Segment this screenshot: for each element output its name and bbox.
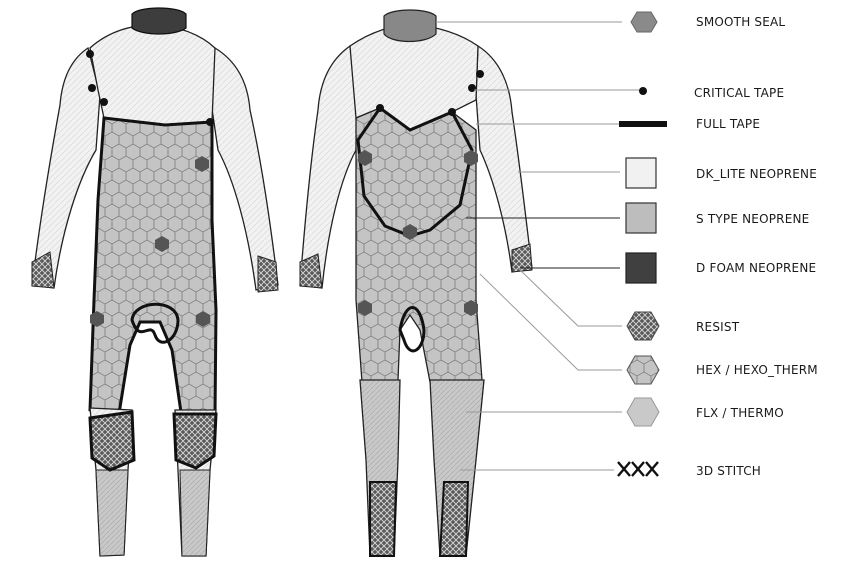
legend-critical-tape: CRITICAL TAPE — [694, 86, 784, 100]
legend-full-tape: FULL TAPE — [696, 117, 760, 131]
front-left-shin — [96, 470, 128, 556]
back-tape-dot — [476, 70, 484, 78]
front-right-knee — [174, 414, 216, 468]
front-wetsuit — [32, 8, 278, 556]
back-right-ankle — [440, 482, 468, 556]
legend-resist: RESIST — [696, 320, 740, 334]
front-right-shin — [180, 470, 210, 556]
front-right-cuff — [258, 256, 278, 292]
hex-icon — [627, 356, 659, 384]
legend-swatches — [618, 12, 667, 476]
stitch-3d-icon — [618, 462, 658, 476]
flx-icon — [627, 398, 659, 426]
front-tape-dot — [206, 118, 214, 126]
s-type-swatch — [626, 203, 656, 233]
front-right-arm — [210, 48, 278, 290]
front-left-knee — [90, 412, 134, 470]
front-collar — [132, 8, 186, 34]
dk-lite-swatch — [626, 158, 656, 188]
smooth-seal-icon — [631, 12, 657, 32]
back-right-arm — [476, 46, 532, 272]
back-torso — [356, 108, 482, 382]
front-tape-dot — [86, 50, 94, 58]
front-shoulders — [90, 24, 215, 125]
back-left-ankle — [370, 482, 396, 556]
legend-labels: SMOOTH SEAL CRITICAL TAPE FULL TAPE DK_L… — [694, 15, 818, 478]
back-tape-dot — [448, 108, 456, 116]
legend-s-type: S TYPE NEOPRENE — [696, 212, 809, 226]
critical-tape-icon — [639, 87, 647, 95]
resist-icon — [627, 312, 659, 340]
back-tape-dot — [468, 84, 476, 92]
front-left-arm — [32, 48, 100, 288]
front-tape-dot — [88, 84, 96, 92]
back-tape-dot — [376, 104, 384, 112]
legend-dk-lite: DK_LITE NEOPRENE — [696, 167, 817, 181]
legend-smooth-seal: SMOOTH SEAL — [696, 15, 785, 29]
front-tape-dot — [100, 98, 108, 106]
full-tape-icon — [619, 121, 667, 127]
legend-flx: FLX / THERMO — [696, 406, 784, 420]
legend-d-foam: D FOAM NEOPRENE — [696, 261, 816, 275]
back-wetsuit — [300, 10, 532, 556]
d-foam-swatch — [626, 253, 656, 283]
back-collar — [384, 10, 436, 42]
back-left-arm — [300, 46, 358, 288]
legend-3d-stitch: 3D STITCH — [696, 464, 761, 478]
legend-hex: HEX / HEXO_THERM — [696, 363, 818, 377]
